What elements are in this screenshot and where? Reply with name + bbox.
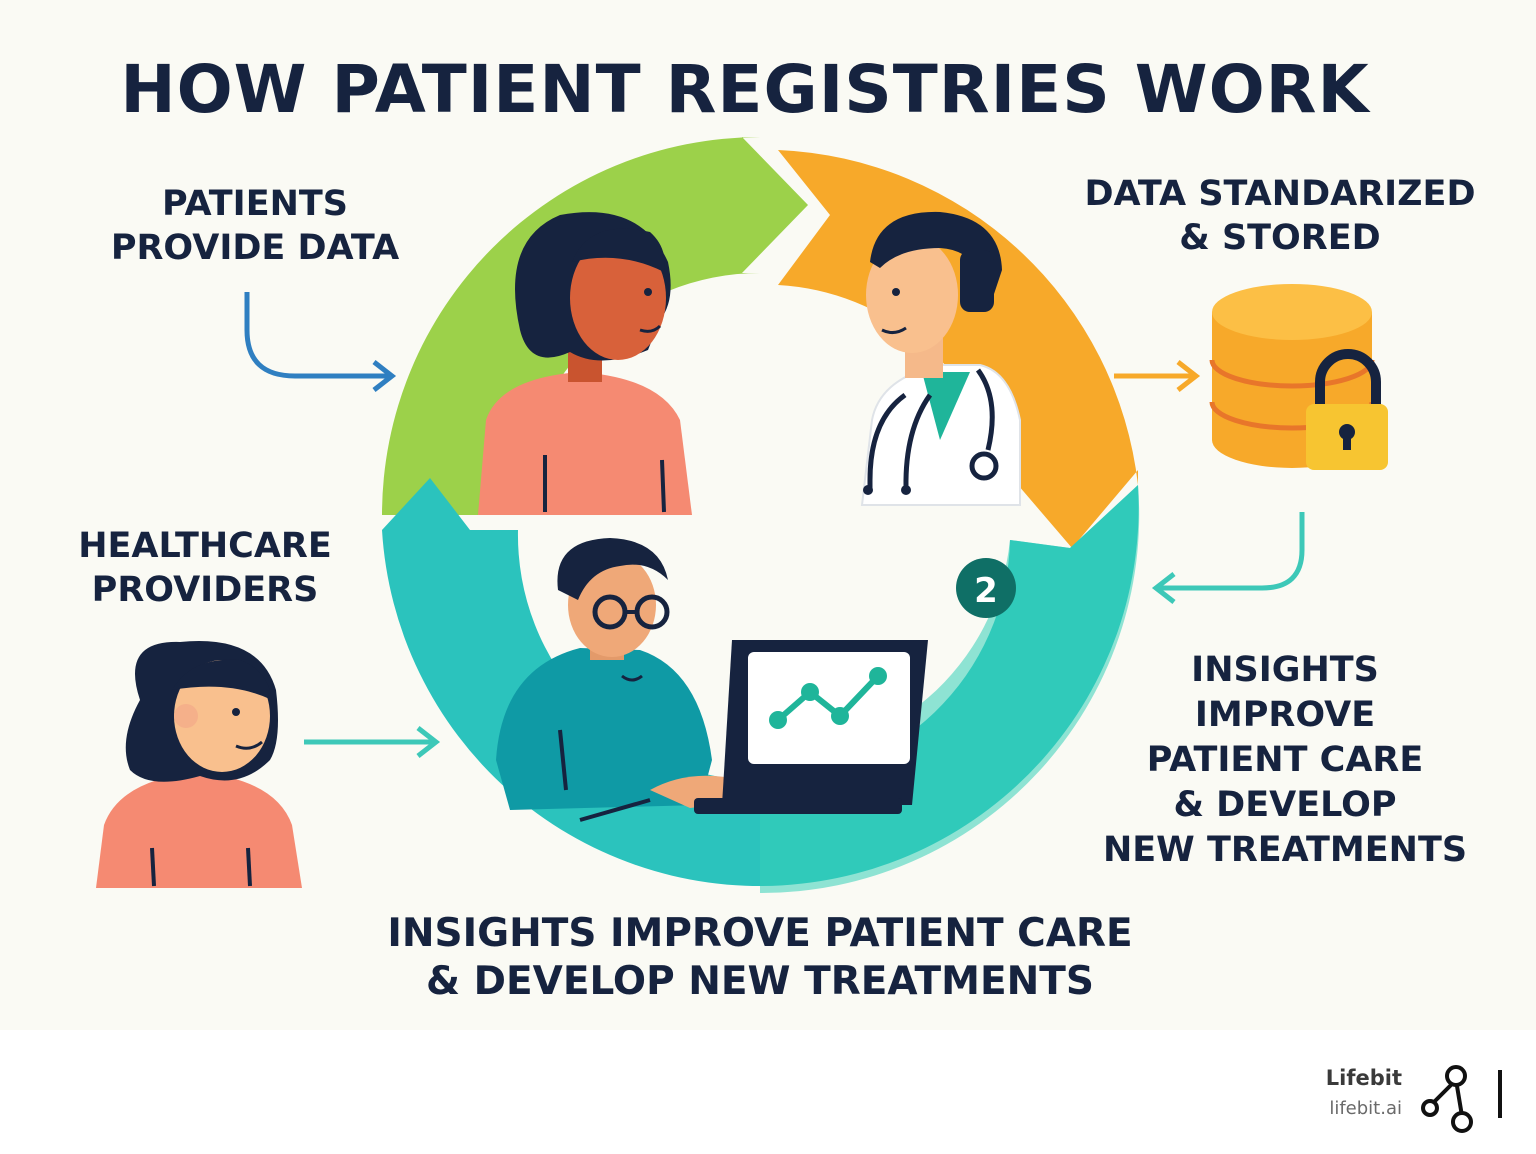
line-chart-icon (769, 667, 887, 729)
step-insights-line-3: PATIENT CARE (1146, 740, 1424, 780)
step-number-badge: 2 (956, 558, 1016, 618)
patients-arrow (244, 292, 388, 379)
insights-return-arrow (1160, 512, 1305, 591)
researcher-laptop-icon (496, 538, 928, 822)
registry-cycle-diagram: 2 (96, 137, 1388, 894)
step-insights-line-5: NEW TREATMENTS (1102, 830, 1468, 870)
lock-icon (1306, 349, 1388, 470)
step-patients-label: PATIENTS PROVIDE DATA (60, 182, 450, 270)
step-insights-label: INSIGHTS IMPROVE PATIENT CARE & DEVELOP … (1060, 648, 1510, 873)
step-data-line-2: & STORED (1179, 218, 1381, 258)
brand-watermark[interactable]: Lifebit lifebit.ai (1300, 1058, 1530, 1138)
doctor-icon (860, 211, 1021, 506)
stethoscope-icon (863, 368, 999, 495)
badge-number: 2 (974, 571, 998, 611)
lifebit-logo-icon (1421, 1065, 1502, 1133)
bottom-caption: INSIGHTS IMPROVE PATIENT CARE & DEVELOP … (340, 910, 1180, 1006)
data-store-arrowhead (1176, 360, 1201, 392)
bottom-caption-line-1: INSIGHTS IMPROVE PATIENT CARE (387, 911, 1133, 956)
provider-woman-icon (96, 641, 302, 888)
providers-arrowhead (416, 726, 441, 758)
brand-name: Lifebit (1325, 1066, 1402, 1090)
page-title: HOW PATIENT REGISTRIES WORK (120, 51, 1370, 128)
patients-arrowhead (372, 360, 397, 392)
step-patients-line-1: PATIENTS (162, 184, 348, 224)
step-insights-line-1: INSIGHTS (1191, 650, 1379, 690)
step-patients-line-2: PROVIDE DATA (110, 228, 400, 268)
insights-return-arrowhead (1151, 572, 1176, 604)
bottom-caption-line-2: & DEVELOP NEW TREATMENTS (426, 959, 1094, 1004)
patient-woman-icon (478, 212, 692, 515)
step-insights-line-2: IMPROVE (1194, 695, 1376, 735)
step-insights-line-4: & DEVELOP (1173, 785, 1397, 825)
step-data-line-1: DATA STANDARIZED (1084, 174, 1476, 214)
step-providers-line-2: PROVIDERS (91, 570, 319, 610)
step-providers-line-1: HEALTHCARE (78, 526, 332, 566)
brand-url[interactable]: lifebit.ai (1329, 1098, 1402, 1119)
step-data-label: DATA STANDARIZED & STORED (1070, 172, 1490, 260)
orange-cycle-arrow (778, 150, 1138, 548)
step-providers-label: HEALTHCARE PROVIDERS (30, 524, 380, 612)
